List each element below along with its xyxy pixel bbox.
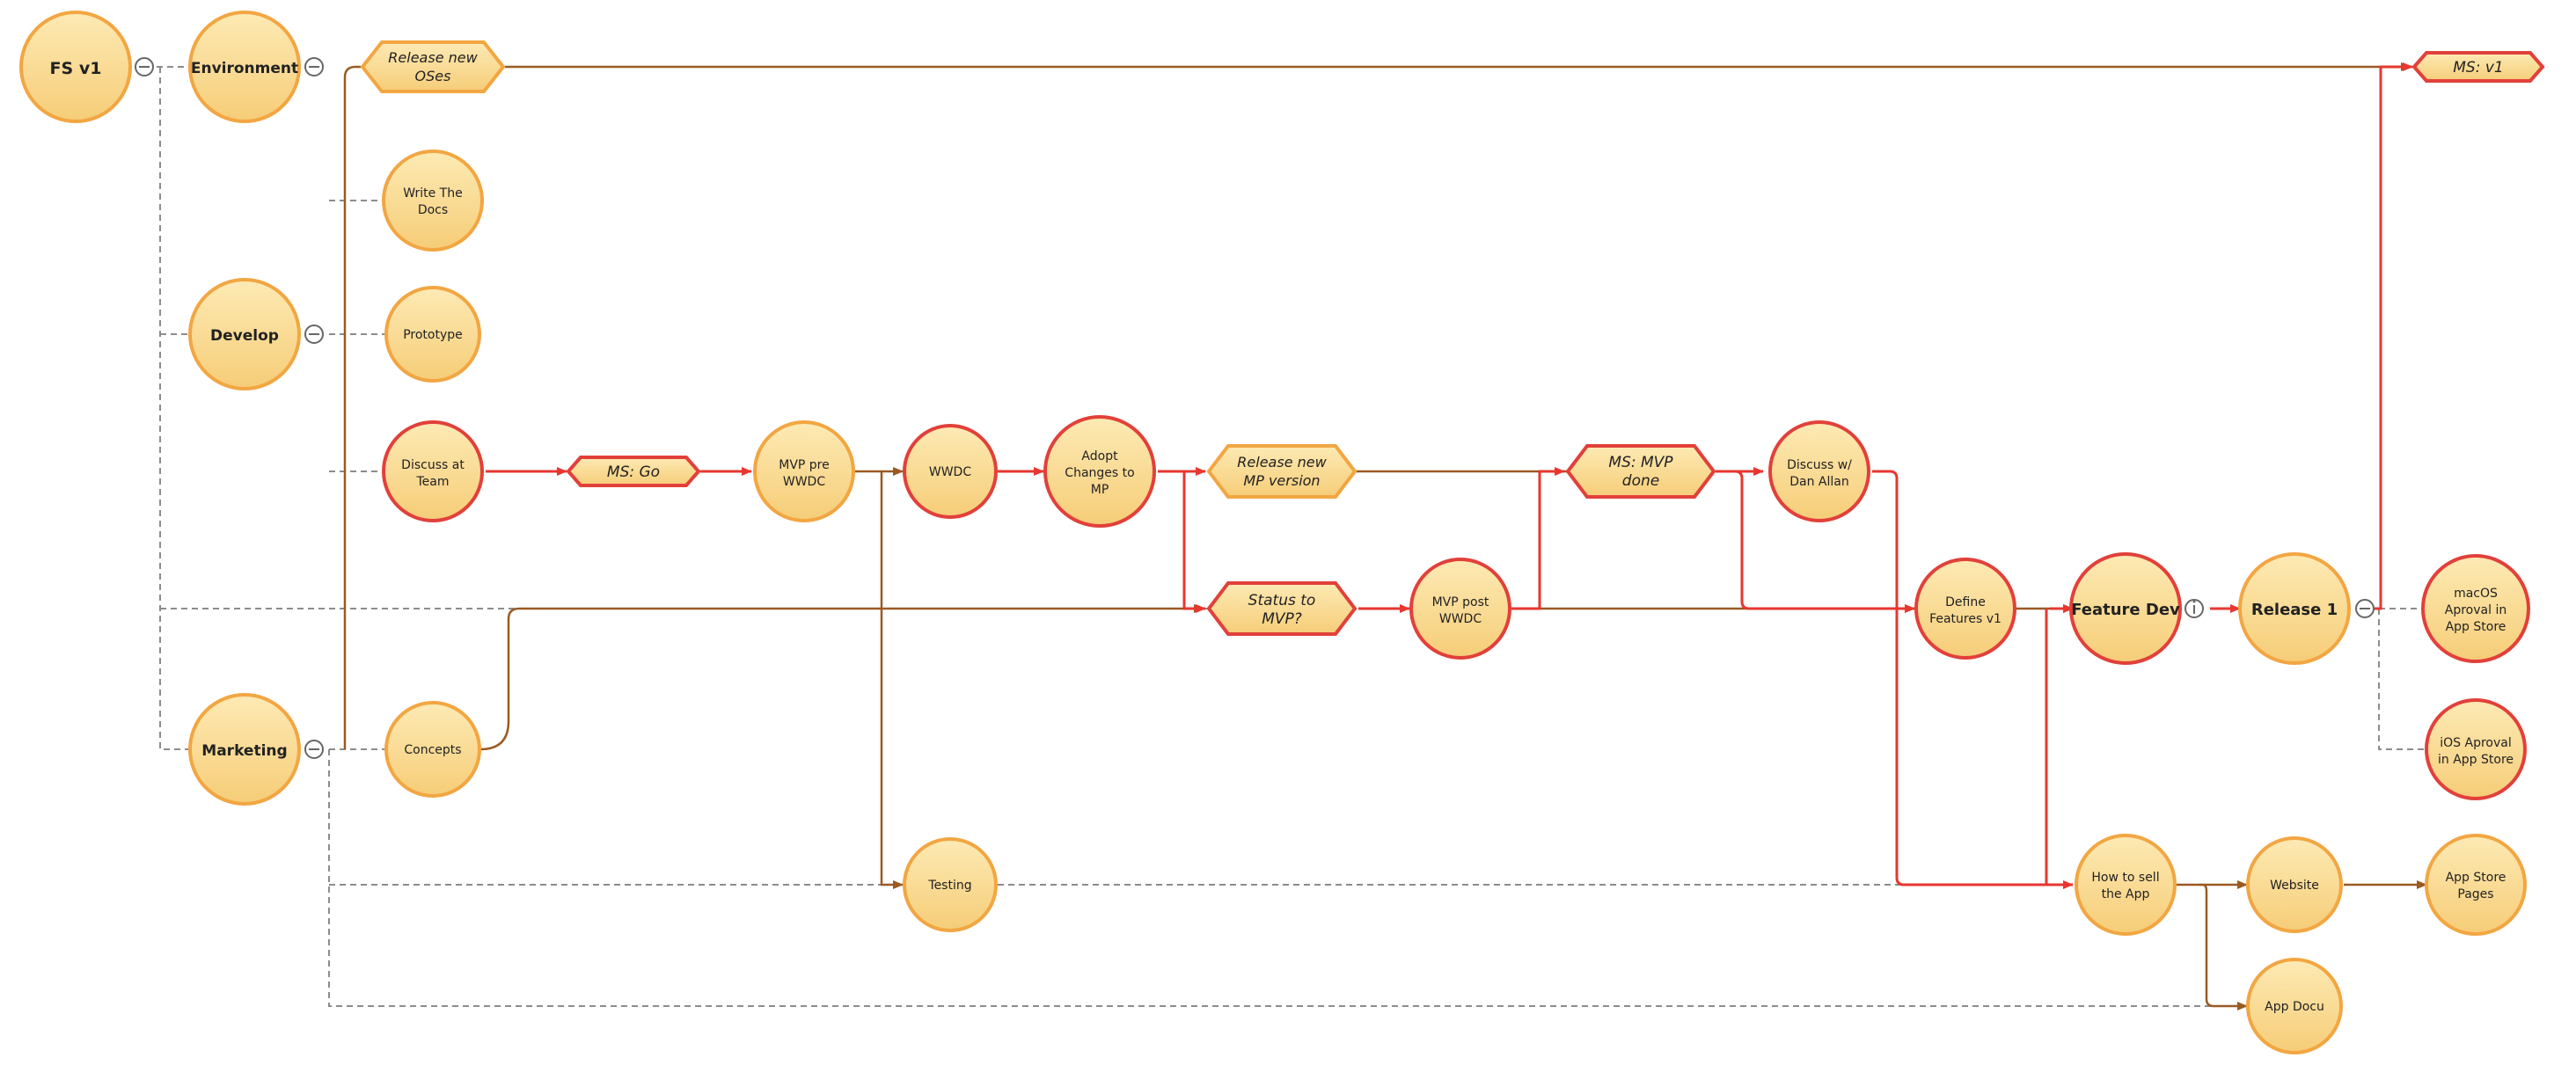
node-mvp-post-wwdc-line1: MVP post	[1432, 595, 1489, 609]
node-concepts-label: Concepts	[404, 743, 461, 757]
milestone-status-to-mvp-line1: Status to	[1248, 592, 1316, 609]
dependency-links	[343, 62, 2427, 1010]
node-discuss-at-team-line2: Team	[415, 475, 449, 489]
node-marketing[interactable]: Marketing	[188, 693, 301, 806]
node-develop-label: Develop	[210, 327, 279, 345]
milestone-ms-go-label: MS: Go	[607, 463, 660, 481]
node-wwdc-label: WWDC	[929, 465, 971, 479]
node-release-1[interactable]: Release 1	[2238, 552, 2351, 665]
node-define-features[interactable]: Define Features v1	[1914, 558, 2016, 660]
node-macos-approval-line3: App Store	[2446, 620, 2506, 634]
node-discuss-at-team[interactable]: Discuss at Team	[382, 420, 484, 522]
milestone-ms-v1[interactable]: MS: v1	[2411, 51, 2545, 83]
node-adopt-changes-line3: MP	[1091, 483, 1109, 497]
node-how-to-sell-line1: How to sell	[2091, 871, 2159, 885]
node-discuss-at-team-line1: Discuss at	[401, 458, 465, 472]
collapse-toggle-develop[interactable]	[304, 325, 324, 344]
collapse-toggle-fs-v1[interactable]	[135, 57, 154, 77]
node-define-features-line1: Define	[1945, 595, 1986, 609]
node-fs-v1[interactable]: FS v1	[19, 11, 132, 123]
collapse-toggle-marketing[interactable]	[304, 740, 324, 759]
node-marketing-label: Marketing	[201, 742, 287, 760]
node-app-docu-label: App Docu	[2265, 1000, 2324, 1014]
node-ios-approval[interactable]: iOS Aproval in App Store	[2425, 698, 2527, 800]
node-app-store-pages-line2: Pages	[2457, 887, 2493, 901]
node-feature-dev-label: Feature Dev	[2071, 601, 2180, 619]
milestone-ms-mvp-done[interactable]: MS: MVP done	[1565, 444, 1716, 499]
milestone-release-new-oses[interactable]: Release new OSes	[360, 40, 506, 93]
node-macos-approval[interactable]: macOS Aproval in App Store	[2421, 554, 2530, 663]
node-fs-v1-label: FS v1	[50, 59, 102, 78]
node-write-the-docs[interactable]: Write The Docs	[382, 150, 484, 252]
hierarchy-links	[157, 66, 2428, 1007]
milestone-release-new-mp-line1: Release new	[1237, 454, 1327, 471]
collapse-toggle-environment[interactable]	[304, 57, 324, 77]
node-mvp-pre-wwdc-line1: MVP pre	[779, 458, 830, 472]
node-app-store-pages-line1: App Store	[2446, 871, 2506, 885]
node-environment[interactable]: Environment	[188, 11, 301, 123]
collapse-toggle-release-1[interactable]	[2355, 599, 2375, 618]
milestone-status-to-mvp[interactable]: Status to MVP?	[1206, 581, 1358, 636]
node-ios-approval-line1: iOS Aproval	[2440, 736, 2511, 750]
milestone-ms-v1-label: MS: v1	[2453, 59, 2503, 77]
node-how-to-sell-line2: the App	[2102, 887, 2150, 901]
milestone-release-new-oses-label-line2: OSes	[415, 68, 451, 84]
node-app-store-pages[interactable]: App Store Pages	[2425, 834, 2527, 936]
node-discuss-dan-allan[interactable]: Discuss w/ Dan Allan	[1768, 420, 1870, 522]
node-discuss-dan-allan-line1: Discuss w/	[1787, 458, 1852, 472]
node-mvp-pre-wwdc[interactable]: MVP pre WWDC	[753, 420, 855, 522]
milestone-release-new-mp[interactable]: Release new MP version	[1206, 444, 1358, 499]
milestone-release-new-mp-line2: MP version	[1243, 472, 1320, 489]
node-app-docu[interactable]: App Docu	[2246, 958, 2343, 1054]
node-testing-label: Testing	[927, 879, 971, 893]
milestone-ms-mvp-done-line1: MS: MVP	[1608, 454, 1673, 471]
node-concepts[interactable]: Concepts	[384, 701, 481, 798]
node-environment-label: Environment	[191, 60, 298, 77]
node-mvp-post-wwdc-line2: WWDC	[1439, 612, 1482, 626]
milestone-ms-go[interactable]: MS: Go	[566, 456, 701, 487]
node-feature-dev[interactable]: Feature Dev	[2069, 552, 2182, 665]
node-testing[interactable]: Testing	[903, 837, 998, 932]
node-macos-approval-line1: macOS	[2454, 587, 2498, 601]
milestone-status-to-mvp-line2: MVP?	[1262, 610, 1302, 628]
node-how-to-sell[interactable]: How to sell the App	[2075, 834, 2177, 936]
node-wwdc[interactable]: WWDC	[903, 424, 998, 519]
node-adopt-changes-line2: Changes to	[1065, 466, 1134, 480]
node-write-the-docs-line1: Write The	[403, 186, 462, 201]
milestone-release-new-oses-label-line1: Release new	[388, 49, 478, 66]
node-discuss-dan-allan-line2: Dan Allan	[1789, 475, 1849, 489]
node-mvp-post-wwdc[interactable]: MVP post WWDC	[1409, 558, 1511, 660]
node-macos-approval-line2: Aproval in	[2445, 603, 2506, 617]
milestone-ms-mvp-done-line2: done	[1622, 472, 1659, 490]
node-adopt-changes-line1: Adopt	[1081, 449, 1118, 463]
node-website-label: Website	[2270, 879, 2319, 893]
node-website[interactable]: Website	[2246, 836, 2343, 933]
node-write-the-docs-line2: Docs	[418, 203, 448, 217]
node-define-features-line2: Features v1	[1929, 612, 2002, 626]
info-icon[interactable]	[2184, 599, 2204, 618]
node-develop[interactable]: Develop	[188, 278, 301, 390]
node-release-1-label: Release 1	[2251, 601, 2338, 619]
node-ios-approval-line2: in App Store	[2438, 753, 2514, 767]
node-mvp-pre-wwdc-line2: WWDC	[783, 475, 825, 489]
node-prototype[interactable]: Prototype	[384, 286, 481, 383]
critical-path-links	[486, 62, 2413, 889]
node-adopt-changes[interactable]: Adopt Changes to MP	[1043, 415, 1156, 528]
node-prototype-label: Prototype	[403, 328, 463, 342]
